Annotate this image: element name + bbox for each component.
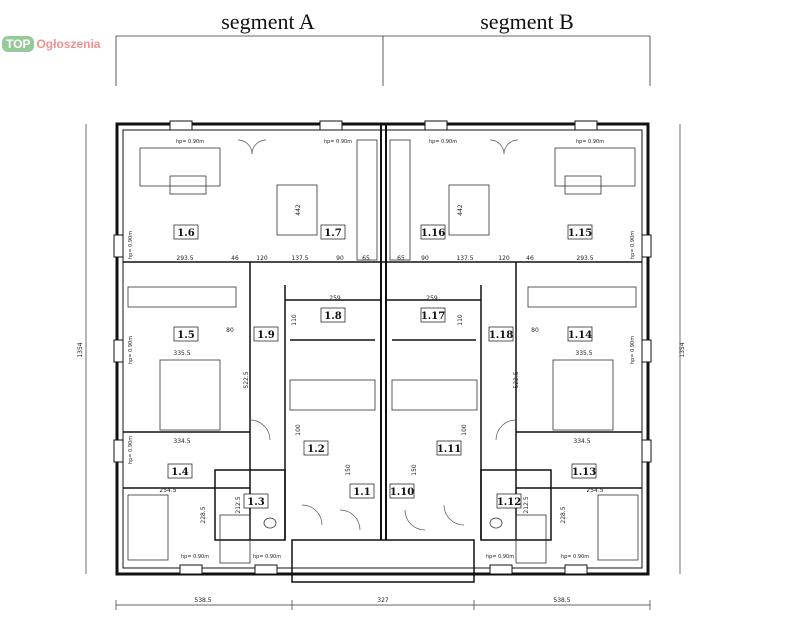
windows-side: [113, 234, 652, 463]
room-1-5-label: 1.5: [177, 330, 194, 341]
dim-120-right: 120: [498, 255, 510, 262]
note-hp-top-mid-right: hp= 0.90m: [429, 139, 457, 145]
watermark-badge: TOP: [2, 36, 35, 52]
dim-228-5-left: 228.5: [200, 506, 207, 523]
dim-100-right: 100: [461, 424, 468, 436]
dim-side-right: 1354: [679, 342, 686, 357]
segment-a-title: segment A: [221, 9, 315, 34]
dim-254-5-left: 254.5: [159, 487, 176, 494]
dim-335-5-right: 335.5: [575, 350, 592, 357]
dim-293-5-right: 293.5: [576, 255, 593, 262]
note-hp-top-right: hp= 0.90m: [576, 139, 604, 145]
windows-top: [169, 120, 598, 575]
room-1-17-label: 1.17: [421, 311, 445, 322]
dim-110-left: 110: [291, 314, 298, 326]
watermark-logo: TOP Ogłoszenia: [2, 36, 100, 52]
room-1-9-label: 1.9: [257, 330, 274, 341]
dim-bottom-mid: 327: [377, 597, 389, 604]
room-1-13-label: 1.13: [572, 467, 596, 478]
dim-150-right: 150: [411, 464, 418, 476]
note-hp-bottom-2: hp= 0.90m: [253, 554, 281, 560]
note-hp-side-3: hp= 0.90m: [128, 436, 134, 464]
dim-212-5-left: 212.5: [235, 496, 242, 513]
watermark-text: Ogłoszenia: [36, 37, 101, 51]
note-hp-bottom-4: hp= 0.90m: [561, 554, 589, 560]
outer-walls: [115, 122, 650, 583]
dim-80-left: 80: [226, 327, 234, 334]
note-hp-bottom-3: hp= 0.90m: [486, 554, 514, 560]
dim-100-left: 100: [295, 424, 302, 436]
room-1-12-label: 1.12: [497, 497, 521, 508]
note-hp-side-1: hp= 0.90m: [128, 231, 134, 259]
dim-side-left: 1354: [77, 342, 84, 357]
dim-293-5-left: 293.5: [176, 255, 193, 262]
room-1-15-label: 1.15: [568, 228, 592, 239]
dim-522-5-left: 522.5: [243, 371, 250, 388]
room-1-2-label: 1.2: [307, 444, 324, 455]
room-1-10-label: 1.10: [390, 487, 414, 498]
dim-442-left: 442: [295, 204, 302, 216]
interior-walls: [123, 261, 642, 541]
dim-120-left: 120: [256, 255, 268, 262]
bottom-dimension-line: [115, 600, 651, 610]
room-1-1-label: 1.1: [353, 487, 370, 498]
dim-212-5-right: 212.5: [523, 496, 530, 513]
side-dimension-lines: [85, 124, 681, 574]
dim-90-right: 90: [421, 255, 429, 262]
dim-80-right: 80: [531, 327, 539, 334]
dim-137-5-left: 137.5: [291, 255, 308, 262]
room-1-18-label: 1.18: [489, 330, 513, 341]
dim-46-left: 46: [231, 255, 239, 262]
dim-334-5-right: 334.5: [573, 438, 590, 445]
note-hp-side-2: hp= 0.90m: [128, 336, 134, 364]
dim-335-5-left: 335.5: [173, 350, 190, 357]
dim-65-left: 65: [362, 255, 370, 262]
dim-bottom-left: 538.5: [194, 597, 211, 604]
dim-522-5-right: 522.5: [513, 371, 520, 388]
room-1-7-label: 1.7: [324, 228, 341, 239]
dim-254-5-right: 254.5: [586, 487, 603, 494]
room-1-4-label: 1.4: [171, 467, 188, 478]
room-1-11-label: 1.11: [437, 444, 461, 455]
dim-90-left: 90: [336, 255, 344, 262]
dim-46-right: 46: [526, 255, 534, 262]
dim-259-left: 259: [329, 295, 341, 302]
note-hp-side-5: hp= 0.90m: [630, 336, 636, 364]
dim-228-5-right: 228.5: [560, 506, 567, 523]
note-hp-bottom-1: hp= 0.90m: [181, 554, 209, 560]
room-1-8-label: 1.8: [324, 311, 341, 322]
dim-137-5-right: 137.5: [456, 255, 473, 262]
furniture: [127, 139, 639, 564]
dim-bottom-right: 538.5: [553, 597, 570, 604]
note-hp-top-left: hp= 0.90m: [176, 139, 204, 145]
dim-110-right: 110: [457, 314, 464, 326]
room-1-6-label: 1.6: [177, 228, 194, 239]
segment-b-title: segment B: [480, 9, 574, 34]
note-hp-top-mid-left: hp= 0.90m: [324, 139, 352, 145]
dim-150-left: 150: [345, 464, 352, 476]
dim-334-5-left: 334.5: [173, 438, 190, 445]
room-1-14-label: 1.14: [568, 330, 592, 341]
heading-frame: [115, 35, 651, 86]
room-label-boxes: [167, 224, 597, 509]
note-hp-side-4: hp= 0.90m: [630, 231, 636, 259]
door-swings: [237, 139, 519, 531]
room-1-16-label: 1.16: [421, 228, 445, 239]
dim-65-right: 65: [397, 255, 405, 262]
dim-442-right: 442: [457, 204, 464, 216]
dim-259-right: 259: [426, 295, 438, 302]
room-1-3-label: 1.3: [247, 497, 264, 508]
